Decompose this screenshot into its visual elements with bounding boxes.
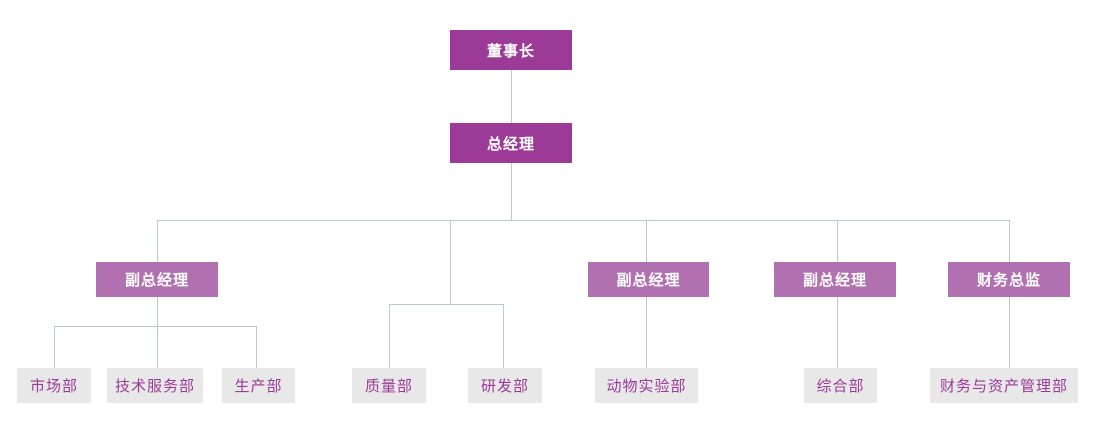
org-node-general-affairs-dept: 综合部: [804, 368, 877, 403]
org-connector-line: [837, 220, 838, 262]
org-node-animal-lab-dept: 动物实验部: [595, 368, 698, 403]
org-node-finance-director: 财务总监: [948, 262, 1070, 297]
org-connector-line: [837, 297, 838, 368]
org-connector-line: [157, 297, 158, 368]
org-node-rd-dept: 研发部: [468, 368, 542, 403]
org-node-marketing-dept: 市场部: [17, 368, 91, 403]
org-connector-line: [1009, 220, 1010, 262]
org-node-deputy-gm-3: 副总经理: [774, 262, 896, 297]
org-node-finance-asset-dept: 财务与资产管理部: [930, 368, 1078, 403]
org-connector-line: [389, 304, 503, 305]
org-connector-line: [646, 220, 647, 262]
org-connector-line: [54, 326, 256, 327]
org-connector-line: [157, 220, 1009, 221]
org-node-tech-service-dept: 技术服务部: [107, 368, 203, 403]
org-node-deputy-gm-2: 副总经理: [588, 262, 709, 297]
org-connector-line: [54, 326, 55, 368]
org-node-quality-dept: 质量部: [352, 368, 426, 403]
org-connector-line: [1009, 297, 1010, 368]
org-node-deputy-gm-1: 副总经理: [96, 262, 218, 297]
org-node-chairman: 董事长: [450, 30, 572, 70]
org-connector-line: [646, 297, 647, 368]
org-connector-line: [389, 304, 390, 368]
org-connector-line: [256, 326, 257, 368]
org-connector-line: [511, 70, 512, 123]
org-connector-line: [450, 220, 451, 304]
org-node-production-dept: 生产部: [222, 368, 295, 403]
org-connector-line: [503, 304, 504, 368]
org-connector-line: [157, 220, 158, 262]
org-node-general-manager: 总经理: [450, 123, 572, 163]
org-connector-line: [511, 163, 512, 220]
